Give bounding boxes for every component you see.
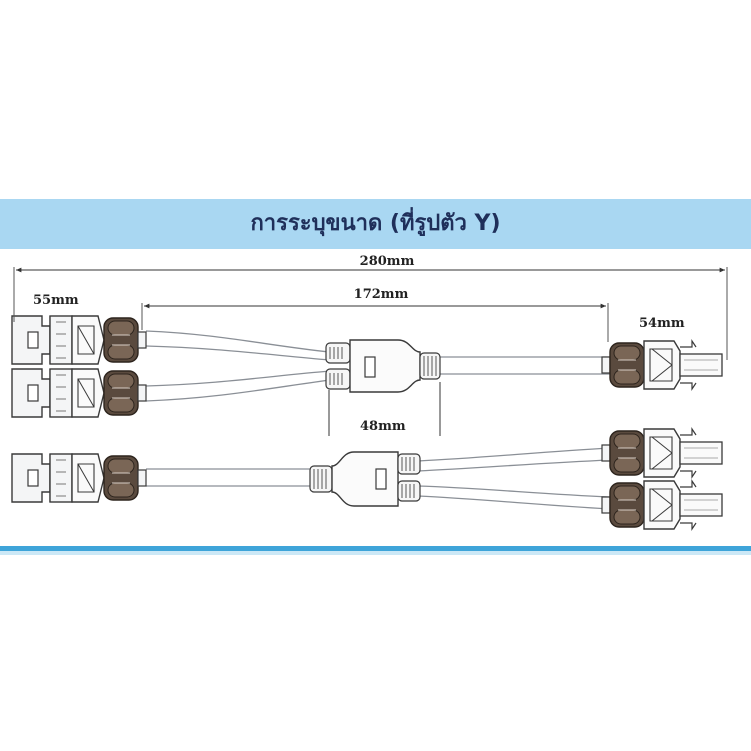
bottom-accent-bar — [0, 546, 751, 551]
diagram-title: การระบุขนาด (ที่รูปตัว Y) — [250, 211, 501, 236]
dimension-splitter-body-label: 48mm — [360, 419, 406, 434]
dimension-branch-span: 172mm — [141, 287, 609, 342]
top-input-connector-2 — [11, 368, 147, 418]
dimension-overall: 280mm — [13, 254, 728, 360]
top-input-connector-1 — [11, 315, 147, 365]
dimension-branch-span-label: 172mm — [354, 287, 409, 302]
dimension-splitter-body: 48mm — [328, 382, 441, 436]
top-assembly — [11, 315, 723, 418]
top-output-connector — [601, 340, 723, 390]
bottom-assembly — [11, 428, 723, 530]
bottom-splitter — [309, 451, 421, 507]
dimension-left-connector-label: 55mm — [33, 293, 79, 308]
bottom-accent-bar-soft — [0, 551, 751, 555]
bottom-output-connector-1 — [601, 428, 723, 478]
dimension-right-connector-label: 54mm — [639, 316, 685, 331]
dimension-overall-label: 280mm — [360, 254, 415, 269]
title-banner: การระบุขนาด (ที่รูปตัว Y) — [0, 199, 751, 249]
top-splitter — [325, 339, 441, 393]
bottom-output-connector-2 — [601, 480, 723, 530]
bottom-input-connector — [11, 453, 147, 503]
